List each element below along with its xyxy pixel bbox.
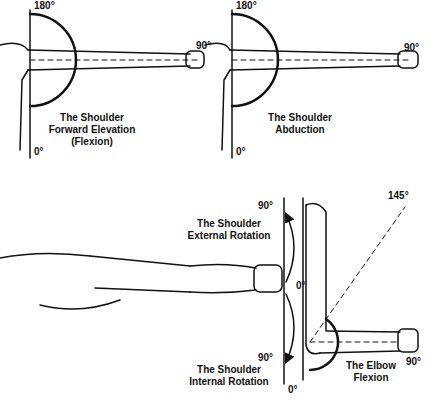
angle-label: 0° — [288, 384, 298, 396]
angle-label: 90° — [404, 42, 419, 54]
abduction-figure — [205, 10, 418, 158]
motion-caption: The Elbow Flexion — [340, 360, 402, 384]
angle-label: 0° — [296, 280, 306, 292]
angle-label: 145° — [388, 190, 409, 202]
motion-caption: The Shoulder Forward Elevation (Flexion) — [42, 112, 142, 148]
rotation-figure — [0, 198, 294, 384]
motion-caption: The Shoulder Internal Rotation — [178, 364, 280, 388]
motion-caption: The Shoulder Abduction — [250, 112, 350, 136]
angle-label: 90° — [258, 352, 273, 364]
motion-caption: The Shoulder External Rotation — [178, 218, 280, 242]
angle-label: 90° — [258, 200, 273, 212]
flexion-figure — [0, 10, 204, 158]
angle-label: 180° — [34, 0, 55, 12]
angle-label: 180° — [236, 0, 257, 12]
angle-label: 0° — [236, 146, 246, 158]
angle-label: 0° — [34, 146, 44, 158]
elbow-figure — [303, 198, 418, 380]
angle-label: 90° — [406, 356, 421, 368]
angle-label: 90° — [196, 40, 211, 52]
